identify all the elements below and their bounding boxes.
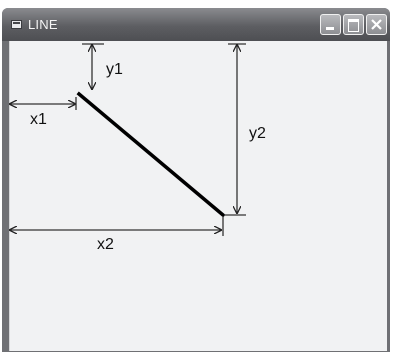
x1-label: x1 <box>30 111 47 128</box>
minimize-button[interactable] <box>320 14 341 35</box>
window-title: LINE <box>28 17 58 32</box>
drawn-line <box>76 91 226 218</box>
app-window: LINE <box>2 8 390 352</box>
x2-label: x2 <box>97 236 114 253</box>
title-bar[interactable]: LINE <box>2 8 390 41</box>
y2-label: y2 <box>249 125 266 142</box>
maximize-button[interactable] <box>343 14 364 35</box>
app-window-icon[interactable] <box>11 20 22 29</box>
close-icon <box>371 19 382 30</box>
close-button[interactable] <box>366 14 387 35</box>
y1-label: y1 <box>106 61 123 78</box>
